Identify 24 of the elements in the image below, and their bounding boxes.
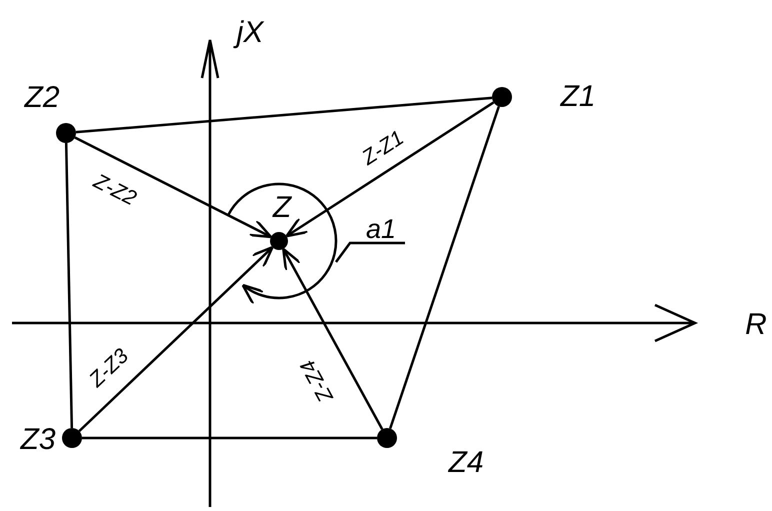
line [82,436,377,440]
point-dot [56,123,76,143]
point-label: Z [272,193,292,223]
point-dot [492,87,512,107]
arrow [282,248,384,430]
edge-label: Z-Z2 [90,170,140,210]
line [64,142,74,428]
axis-label: R [745,310,767,340]
leader-line [335,242,405,263]
angle-label: a1 [366,216,396,243]
arrow [285,101,494,238]
point-dot [62,428,82,448]
edge-label: Z-Z4 [297,356,337,406]
point-dot [377,428,397,448]
point-label: Z4 [448,448,484,478]
point-dot [270,232,288,250]
arrow [74,136,272,238]
point-label: Z3 [20,425,56,455]
point-label: Z2 [24,83,60,113]
line [389,106,500,429]
point-label: Z1 [560,82,596,112]
line [76,96,492,134]
edge-label: Z-Z1 [358,127,408,169]
arrow [78,246,274,432]
